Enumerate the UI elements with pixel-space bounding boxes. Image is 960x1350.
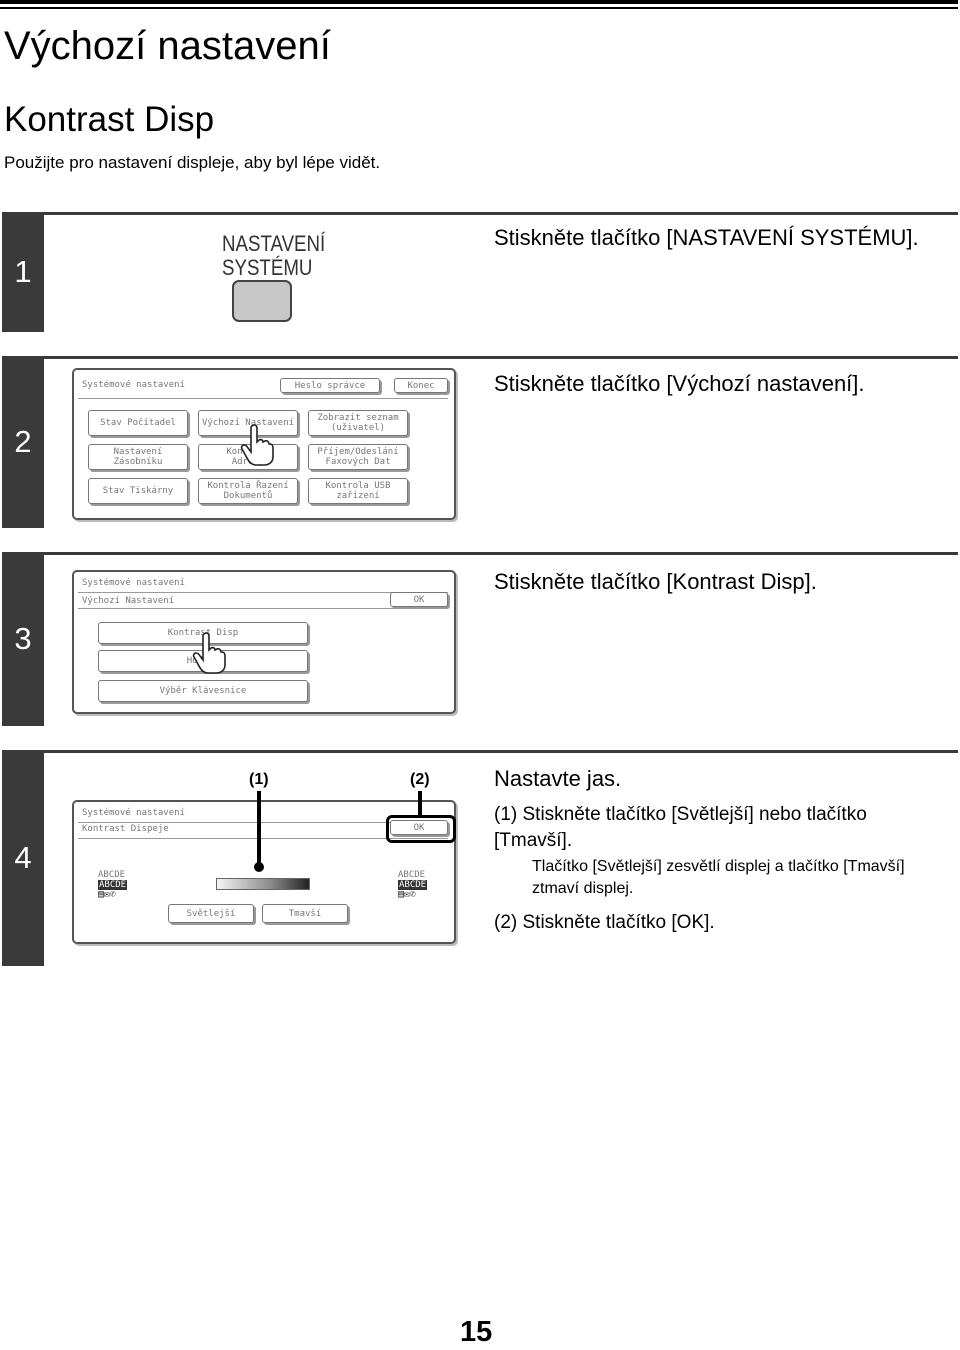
preview-dark: ABCDE ABCDE ▤✉✆ bbox=[398, 870, 428, 900]
step-2-rule bbox=[44, 356, 958, 359]
system-settings-label: NASTAVENÍ SYSTÉMU bbox=[222, 231, 326, 280]
pointing-hand-icon bbox=[240, 424, 274, 466]
step-4-rule bbox=[44, 750, 958, 753]
callout-1-line bbox=[257, 791, 261, 865]
screen-divider bbox=[78, 838, 448, 839]
step-3-screen: Systémové nastavení Výchozí Nastavení OK… bbox=[72, 570, 456, 714]
keyboard-select-button[interactable]: Výběr Klávesnice bbox=[98, 680, 308, 702]
printer-mail-phone-icon: ▤✉✆ bbox=[398, 889, 417, 900]
screen-divider bbox=[78, 608, 448, 609]
step-3-rule bbox=[44, 552, 958, 555]
darker-button[interactable]: Tmavší bbox=[262, 904, 348, 923]
lighter-button[interactable]: Světlejší bbox=[168, 904, 254, 923]
step-2-number: 2 bbox=[2, 356, 44, 528]
screen-divider bbox=[78, 822, 448, 823]
step-4-sub-2: (2) Stiskněte tlačítko [OK]. bbox=[494, 912, 715, 933]
pointing-hand-icon bbox=[192, 632, 226, 674]
system-settings-hardware-button[interactable] bbox=[232, 280, 292, 322]
step-4-instruction: Nastavte jas. bbox=[494, 766, 622, 791]
step-4-screen: Systémové nastavení Kontrast Dispeje OK … bbox=[72, 800, 456, 944]
default-settings-button[interactable]: Výchozí Nastavení bbox=[198, 410, 298, 436]
screen-subtitle: Výchozí Nastavení bbox=[82, 596, 175, 606]
intro-text: Použijte pro nastavení displeje, aby byl… bbox=[4, 153, 381, 172]
sample-text-inverted: ABCDE bbox=[98, 880, 128, 890]
admin-password-button[interactable]: Heslo správce bbox=[280, 378, 380, 393]
counter-status-button[interactable]: Stav Počítadel bbox=[88, 410, 188, 436]
callout-2-highlight bbox=[386, 815, 456, 843]
sample-text-inverted: ABCDE bbox=[398, 880, 428, 890]
page-number: 15 bbox=[460, 1316, 493, 1348]
list-print-user-button[interactable]: Zobrazit seznam(uživatel) bbox=[308, 410, 408, 436]
printer-mail-phone-icon: ▤✉✆ bbox=[98, 889, 117, 900]
callout-1-label: (1) bbox=[249, 771, 269, 788]
step-1-rule bbox=[44, 212, 958, 215]
screen-title: Systémové nastavení bbox=[82, 808, 185, 818]
screen-title: Systémové nastavení bbox=[82, 578, 185, 588]
printer-condition-button[interactable]: Stav Tiskárny bbox=[88, 478, 188, 504]
step-2-screen: Systémové nastavení Heslo správce Konec … bbox=[72, 368, 456, 520]
callout-2-label: (2) bbox=[410, 771, 430, 788]
sample-text-plain: ABCDE bbox=[398, 870, 426, 880]
preview-light: ABCDE ABCDE ▤✉✆ bbox=[98, 870, 128, 900]
screen-divider bbox=[78, 592, 448, 593]
section-title: Kontrast Disp bbox=[4, 100, 215, 139]
callout-1-dot bbox=[254, 862, 264, 872]
step-3-number: 3 bbox=[2, 552, 44, 726]
step-1-number: 1 bbox=[2, 212, 44, 332]
header-rule-thin bbox=[0, 7, 958, 9]
step-1-instruction: Stiskněte tlačítko [NASTAVENÍ SYSTÉMU]. bbox=[494, 225, 919, 250]
screen-title: Systémové nastavení bbox=[82, 380, 185, 390]
step-4-sub-1: (1) Stiskněte tlačítko [Světlejší] nebo … bbox=[494, 804, 867, 851]
ok-button[interactable]: OK bbox=[390, 592, 448, 607]
step-4-note-1: Tlačítko [Světlejší] zesvětlí displej a … bbox=[532, 858, 905, 897]
screen-subtitle: Kontrast Dispeje bbox=[82, 824, 169, 834]
step-3-instruction: Stiskněte tlačítko [Kontrast Disp]. bbox=[494, 569, 817, 594]
contrast-level-bar bbox=[216, 878, 310, 890]
page-title: Výchozí nastavení bbox=[4, 24, 331, 68]
callout-2-line bbox=[418, 791, 422, 817]
exit-button[interactable]: Konec bbox=[394, 378, 448, 393]
header-rule-thick bbox=[0, 0, 958, 4]
step-4-number: 4 bbox=[2, 750, 44, 966]
ok-button[interactable]: OK bbox=[390, 820, 448, 835]
sample-text-plain: ABCDE bbox=[98, 870, 126, 880]
step-2-instruction: Stiskněte tlačítko [Výchozí nastavení]. bbox=[494, 371, 865, 396]
screen-divider bbox=[78, 398, 448, 399]
